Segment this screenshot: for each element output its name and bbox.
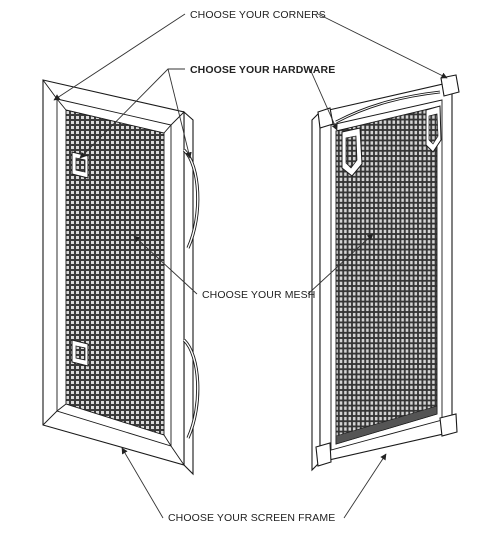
right-corner-bottom — [439, 413, 458, 437]
leader-mesh-left — [133, 235, 198, 295]
leader-corners-right — [317, 13, 448, 79]
right-corner-lower-left — [315, 442, 332, 467]
leader-corners-left — [53, 13, 186, 101]
leader-hardware-3 — [309, 68, 338, 131]
label-mesh: CHOOSE YOUR MESH — [202, 289, 315, 301]
leader-frame-left — [121, 447, 164, 519]
label-screen-frame: CHOOSE YOUR SCREEN FRAME — [168, 512, 335, 524]
label-corners: CHOOSE YOUR CORNERS — [190, 9, 326, 21]
label-hardware: CHOOSE YOUR HARDWARE — [190, 64, 335, 76]
right-corner-top — [440, 74, 460, 97]
right-screen — [311, 74, 460, 472]
leader-frame-right — [343, 453, 387, 519]
leader-mesh-right — [307, 233, 374, 295]
right-corner-left — [317, 107, 334, 129]
leader-hardware-2 — [167, 68, 192, 159]
leaders — [53, 13, 448, 519]
left-screen — [42, 79, 200, 476]
left-frame-side — [183, 110, 194, 476]
